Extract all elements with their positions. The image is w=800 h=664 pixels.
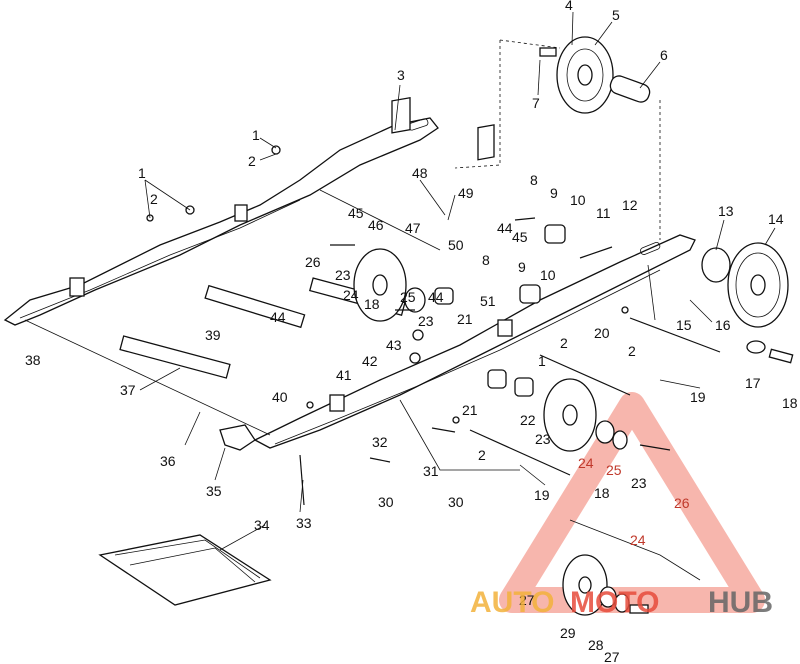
- callout-44b: 44: [428, 289, 444, 305]
- callout-11: 11: [596, 205, 611, 221]
- watermark-auto: AUTO: [470, 586, 554, 619]
- callout-42: 42: [362, 353, 378, 369]
- watermark-triangle-icon: [499, 392, 765, 613]
- top-idler-wheel: [539, 36, 651, 114]
- callout-1c: 1: [538, 353, 546, 369]
- watermark-moto: MOTO: [570, 586, 659, 619]
- callout-21b: 21: [462, 402, 478, 418]
- callout-24c: 24: [630, 532, 646, 548]
- callout-40: 40: [272, 389, 288, 405]
- callout-28: 28: [588, 637, 604, 653]
- callout-9: 9: [550, 185, 558, 201]
- callout-26: 26: [305, 254, 321, 270]
- callout-18: 18: [364, 296, 380, 312]
- callout-43: 43: [386, 337, 402, 353]
- callout-8: 8: [530, 172, 538, 188]
- lower-wheel: [543, 378, 628, 452]
- callout-47: 47: [405, 220, 421, 236]
- callout-7: 7: [532, 95, 540, 111]
- callout-23b: 23: [418, 313, 434, 329]
- callout-45b: 45: [512, 229, 528, 245]
- callout-25b: 25: [606, 462, 622, 478]
- part-callouts: 4 5 6 7 3 1 2 1 2 48 49 8 9 10 11 12 13 …: [25, 0, 798, 664]
- watermark-logo: AUTO MOTO HUB: [470, 586, 773, 619]
- callout-34: 34: [254, 517, 270, 533]
- callout-46: 46: [368, 217, 384, 233]
- callout-19: 19: [690, 389, 706, 405]
- callout-9b: 9: [518, 259, 526, 275]
- callout-1: 1: [252, 127, 260, 143]
- callout-3: 3: [397, 67, 405, 83]
- callout-12: 12: [622, 197, 638, 213]
- brackets: [69, 96, 566, 451]
- callout-19b: 19: [534, 487, 550, 503]
- callout-8b: 8: [482, 252, 490, 268]
- callout-30a: 30: [378, 494, 394, 510]
- callout-10b: 10: [540, 267, 556, 283]
- callout-18b: 18: [782, 395, 798, 411]
- right-rail: [253, 234, 696, 449]
- callout-35: 35: [206, 483, 222, 499]
- callout-38: 38: [25, 352, 41, 368]
- callout-2: 2: [248, 153, 256, 169]
- exploded-wheel: [562, 519, 701, 616]
- callout-33: 33: [296, 515, 312, 531]
- left-rail: [3, 117, 439, 326]
- callout-50: 50: [448, 237, 464, 253]
- callout-31: 31: [423, 463, 439, 479]
- callout-23d: 23: [631, 475, 647, 491]
- callout-24b: 24: [578, 455, 594, 471]
- callout-23c: 23: [535, 431, 551, 447]
- callout-27b: 27: [604, 649, 620, 664]
- callout-2e: 2: [478, 447, 486, 463]
- rear-wheel: [701, 242, 794, 364]
- callout-41: 41: [336, 367, 352, 383]
- skid-plate: [98, 534, 272, 606]
- callout-16: 16: [715, 317, 731, 333]
- callout-36: 36: [160, 453, 176, 469]
- callout-45: 45: [348, 205, 364, 221]
- callout-39: 39: [205, 327, 221, 343]
- callout-27a: 27: [519, 592, 535, 608]
- cross-shafts: [119, 277, 721, 476]
- callout-2b: 2: [150, 191, 158, 207]
- callout-13: 13: [718, 203, 734, 219]
- callout-44c: 44: [270, 309, 286, 325]
- callout-4: 4: [565, 0, 573, 13]
- callout-22: 22: [520, 412, 536, 428]
- callout-23: 23: [335, 267, 351, 283]
- callout-30b: 30: [448, 494, 464, 510]
- callout-14: 14: [768, 211, 784, 227]
- watermark-hub: HUB: [708, 586, 773, 619]
- callout-21: 21: [457, 311, 473, 327]
- callout-32: 32: [372, 434, 388, 450]
- callout-37: 37: [120, 382, 136, 398]
- callout-26b: 26: [674, 495, 690, 511]
- leader-lines: [139, 11, 776, 551]
- callout-2d: 2: [628, 343, 636, 359]
- callout-10: 10: [570, 192, 586, 208]
- callout-29: 29: [560, 625, 576, 641]
- callout-20: 20: [594, 325, 610, 341]
- callout-18c: 18: [594, 485, 610, 501]
- callout-17: 17: [745, 375, 761, 391]
- callout-5: 5: [612, 7, 620, 23]
- callout-6: 6: [660, 47, 668, 63]
- callout-25: 25: [400, 289, 416, 305]
- callout-51: 51: [480, 293, 496, 309]
- callout-44: 44: [497, 220, 513, 236]
- callout-2c: 2: [560, 335, 568, 351]
- assembly-lines: [24, 39, 661, 471]
- callout-24: 24: [343, 287, 359, 303]
- callout-48: 48: [412, 165, 428, 181]
- callout-15: 15: [676, 317, 692, 333]
- callout-49: 49: [458, 185, 474, 201]
- callout-1b: 1: [138, 165, 146, 181]
- middle-wheel: [353, 248, 426, 322]
